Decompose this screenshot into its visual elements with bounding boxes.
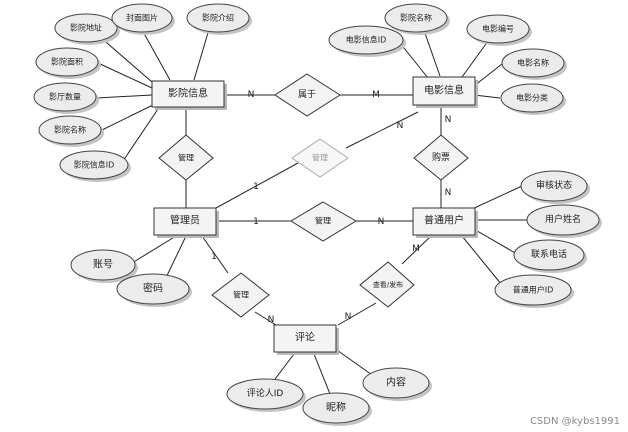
card-manage-movie: N	[397, 121, 404, 131]
attr-phone-label: 联系电话	[531, 248, 567, 260]
card-manage-user-admin: 1	[253, 217, 259, 227]
attr-movie-name-top: 影院名称	[384, 3, 450, 35]
entity-admin-label: 管理员	[170, 214, 200, 227]
attr-movie-category-label: 电影分类	[516, 93, 548, 103]
relation-view-publish: 查看/发布	[359, 261, 415, 308]
entity-cinema-label: 影院信息	[168, 87, 208, 100]
relation-purchase-label: 购票	[432, 151, 450, 163]
attr-movie-number: 电影编号	[466, 14, 532, 46]
card-view-publish-user: M	[412, 244, 420, 254]
attr-commenter-id-label: 评论人ID	[247, 387, 284, 399]
attr-content: 内容	[362, 367, 432, 401]
attr-password-label: 密码	[143, 282, 163, 295]
attr-cinema-intro: 影院介绍	[186, 3, 252, 35]
relation-manage-user-label: 管理	[315, 216, 331, 226]
relation-belongs: 属于	[274, 73, 341, 117]
attr-movie-name: 电影名称	[501, 48, 567, 80]
attr-cinema-intro-label: 影院介绍	[202, 13, 234, 23]
attr-cover-image-label: 封面图片	[126, 13, 158, 23]
attr-movie-category: 电影分类	[500, 83, 566, 115]
attr-movie-info-id-label: 电影信息ID	[346, 35, 387, 45]
card-manage-user-user: N	[378, 217, 385, 227]
attr-cinema-name: 影院名称	[38, 115, 104, 147]
card-view-publish-comment: N	[345, 312, 352, 322]
attr-user-name-label: 用户姓名	[545, 213, 581, 225]
attr-cinema-area-label: 影院面积	[51, 57, 83, 67]
attr-movie-name-label: 电影名称	[517, 58, 549, 68]
relation-manage-movie: 管理	[291, 138, 349, 178]
attr-commenter-id: 评论人ID	[226, 378, 306, 412]
relation-manage-comment: 管理	[211, 272, 270, 318]
attr-cinema-area: 影院面积	[35, 47, 101, 79]
attr-cinema-id-label: 影院信息ID	[74, 160, 115, 170]
attr-hall-count: 影厅数量	[33, 82, 99, 114]
entity-user-label: 普通用户	[424, 214, 464, 227]
entity-movie-label: 电影信息	[424, 84, 464, 97]
attr-account-label: 账号	[93, 259, 113, 271]
card-purchase-user: N	[445, 188, 452, 198]
attr-cinema-name-label: 影院名称	[54, 125, 86, 135]
attr-cinema-id: 影院信息ID	[59, 150, 131, 182]
entity-cinema: 影院信息	[151, 80, 227, 110]
cardinality-labels: N M N N N 1 1 N 1 N M N	[211, 90, 451, 325]
entity-movie: 电影信息	[412, 76, 478, 108]
attr-user-id: 普通用户ID	[494, 274, 574, 308]
watermark: CSDN @kybs1991	[529, 416, 620, 427]
relation-view-publish-label: 查看/发布	[373, 280, 403, 289]
attr-cinema-address-label: 影院地址	[70, 23, 102, 33]
relation-belongs-label: 属于	[298, 89, 316, 100]
card-manage-cinema-admin: 1	[253, 182, 259, 192]
card-manage-comment-comment: N	[268, 315, 275, 325]
card-purchase-movie: N	[445, 115, 452, 125]
attr-content-label: 内容	[386, 376, 406, 389]
attr-movie-info-id: 电影信息ID	[328, 25, 406, 57]
entity-comment-label: 评论	[295, 331, 315, 344]
attr-hall-count-label: 影厅数量	[49, 92, 81, 102]
attr-account: 账号	[70, 249, 138, 283]
relation-manage-cinema-label: 管理	[178, 153, 194, 163]
attr-nickname: 昵称	[302, 392, 372, 426]
attr-user-id-label: 普通用户ID	[513, 285, 554, 295]
attr-movie-number-label: 电影编号	[482, 24, 514, 34]
relation-manage-movie-label: 管理	[312, 153, 328, 163]
attr-user-name: 用户姓名	[526, 204, 602, 238]
attr-cover-image: 封面图片	[111, 3, 175, 35]
card-manage-comment-admin: 1	[211, 252, 217, 262]
entity-user: 普通用户	[412, 207, 478, 238]
card-belongs-movie: M	[372, 90, 380, 100]
entity-admin: 管理员	[153, 207, 219, 238]
entity-comment: 评论	[273, 324, 339, 355]
attr-password: 密码	[116, 273, 192, 307]
attr-review-status: 审核状态	[520, 170, 590, 204]
attr-movie-name-top-label: 影院名称	[400, 13, 432, 23]
relation-manage-user: 管理	[290, 201, 357, 242]
relation-manage-cinema: 管理	[158, 134, 214, 181]
attr-review-status-label: 审核状态	[536, 179, 572, 191]
attr-cinema-address: 影院地址	[54, 13, 120, 45]
relation-manage-comment-label: 管理	[233, 290, 249, 300]
relation-purchase: 购票	[413, 134, 469, 181]
card-belongs-cinema: N	[248, 90, 255, 100]
attr-nickname-label: 昵称	[326, 401, 346, 414]
attr-phone: 联系电话	[513, 239, 587, 273]
connector-lines	[91, 18, 530, 405]
